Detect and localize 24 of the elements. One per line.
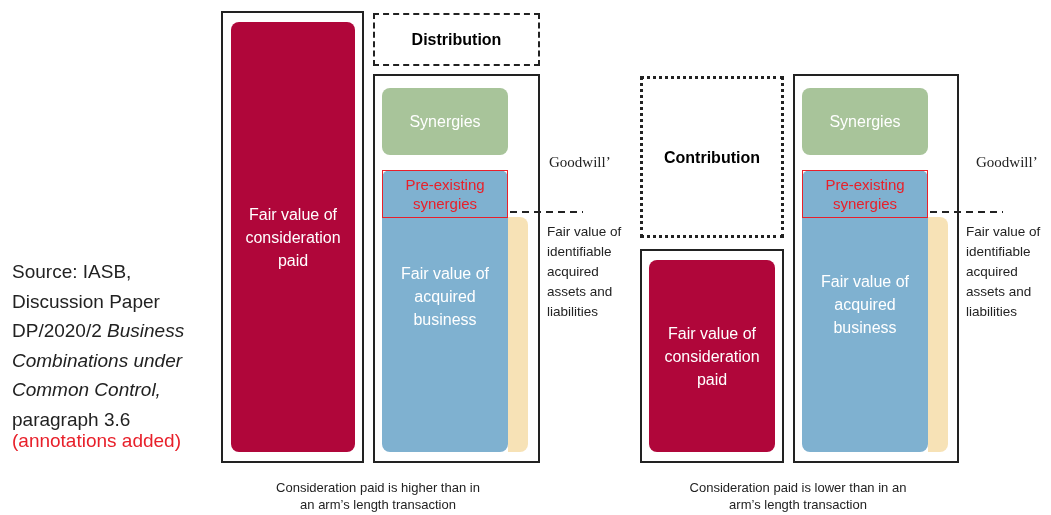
annotation-text: Fair value of identifiable acquired assets and liabilities — [966, 223, 1042, 321]
highlight-box: Pre-existing synergies — [382, 170, 508, 218]
value-block: Fair value of consideration paid — [649, 260, 775, 452]
frame-box — [373, 74, 540, 463]
highlight-box: Pre-existing synergies — [802, 170, 928, 218]
assets-bar — [928, 217, 948, 452]
caption-text: Consideration paid is lower than in an arm’s length transaction — [688, 479, 908, 513]
synergies-block: Synergies — [382, 88, 508, 155]
goodwill-label: Goodwill’ — [549, 153, 612, 172]
assets-bar — [508, 217, 528, 452]
value-block: Fair value of consideration paid — [231, 22, 355, 452]
value-block: Pre-existing synergies Fair value of acquired business — [802, 170, 928, 452]
source-note: (annotations added) — [12, 430, 182, 453]
synergies-block: Synergies — [802, 88, 928, 155]
annotation-text: Fair value of identifiable acquired assets and liabilities — [547, 223, 623, 321]
frame-box — [793, 74, 959, 463]
value-block: Pre-existing synergies Fair value of acquired business — [382, 170, 508, 452]
goodwill-label: Goodwill’ — [976, 153, 1039, 172]
caption-text: Consideration paid is higher than in an arm’s length transaction — [275, 479, 481, 513]
source-note: Source: IASB, Discussion Paper DP/2020/2 Business Combinations under Common Control, paragraph 3.6 — [12, 260, 186, 432]
dashed-box: Distribution — [373, 13, 540, 66]
dotted-box: Contribution — [640, 76, 784, 238]
frame-box — [640, 249, 784, 463]
frame-box — [221, 11, 364, 463]
